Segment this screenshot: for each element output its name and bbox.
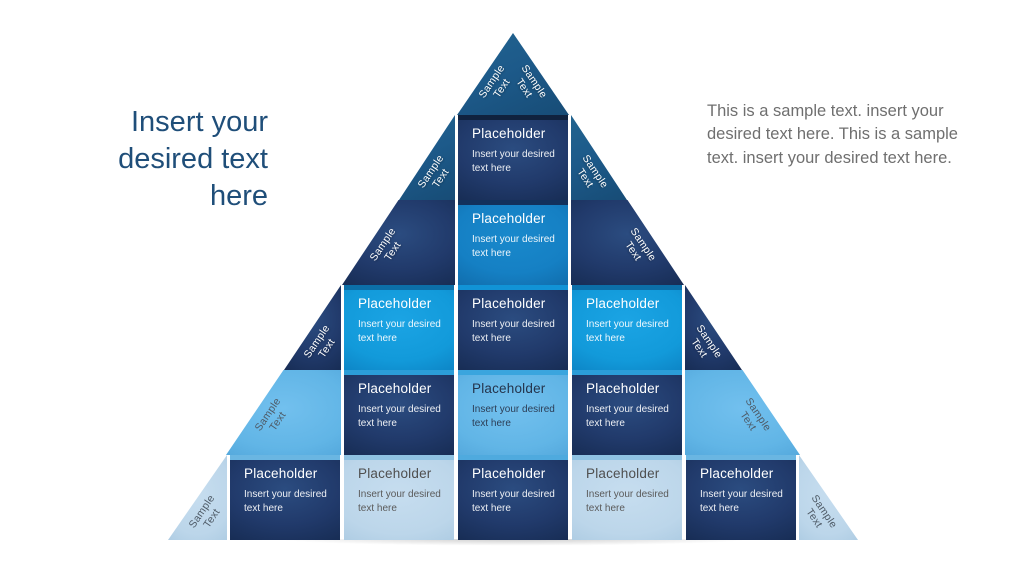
placeholder-title: Placeholder	[586, 296, 660, 311]
sample-text-label: Sample Text	[574, 153, 611, 191]
pyramid-right-edge: Sample Text	[799, 455, 858, 540]
sample-text-label: Sample Text	[476, 63, 513, 101]
cell-top-bevel	[686, 455, 796, 460]
sample-text-label: Sample Text	[252, 395, 289, 434]
placeholder-subtitle: Insert your desired text here	[700, 489, 783, 514]
pyramid-base-shadow	[200, 539, 830, 548]
placeholder-subtitle: Insert your desired text here	[472, 149, 555, 174]
placeholder-subtitle: Insert your desired text here	[472, 319, 555, 344]
placeholder-title: Placeholder	[472, 126, 546, 141]
cell-top-bevel	[458, 285, 568, 290]
cell-top-bevel	[458, 370, 568, 375]
pyramid-right-edge: Sample Text	[571, 115, 627, 200]
cell-top-bevel	[572, 370, 682, 375]
cell-top-bevel	[572, 285, 682, 290]
body-paragraph: This is a sample text. insert your desir…	[707, 102, 958, 167]
pyramid-left-edge: Sample Text	[226, 370, 341, 455]
pyramid-right-edge: Sample Text	[685, 285, 742, 370]
placeholder-title: Placeholder	[358, 381, 432, 396]
pyramid-left-edge: Sample Text	[342, 200, 455, 285]
pyramid-left-edge: Sample Text	[168, 455, 227, 540]
sample-text-label: Sample Text	[301, 323, 338, 361]
cell-top-bevel	[344, 455, 454, 460]
slide-title: Insert your desired text here	[118, 106, 268, 213]
sample-text-label: Sample Text	[803, 493, 840, 531]
placeholder-subtitle: Insert your desired text here	[358, 489, 441, 514]
placeholder-subtitle: Insert your desired text here	[472, 489, 555, 514]
cell-top-bevel	[572, 455, 682, 460]
sample-text-label: Sample Text	[513, 63, 550, 101]
placeholder-subtitle: Insert your desired text here	[586, 489, 669, 514]
cell-top-bevel	[344, 285, 454, 290]
sample-text-label: Sample Text	[737, 395, 774, 434]
placeholder-title: Placeholder	[358, 466, 432, 481]
cell-top-bevel	[230, 455, 340, 460]
sample-text-label: Sample Text	[415, 153, 452, 191]
placeholder-title: Placeholder	[472, 381, 546, 396]
placeholder-title: Placeholder	[472, 296, 546, 311]
placeholder-title: Placeholder	[700, 466, 774, 481]
placeholder-subtitle: Insert your desired text here	[358, 319, 441, 344]
sample-text-label: Sample Text	[621, 225, 659, 264]
pyramid-right-edge: Sample Text	[685, 370, 800, 455]
cell-top-bevel	[344, 370, 454, 375]
placeholder-title: Placeholder	[586, 381, 660, 396]
placeholder-subtitle: Insert your desired text here	[244, 489, 327, 514]
placeholder-subtitle: Insert your desired text here	[472, 404, 555, 429]
placeholder-subtitle: Insert your desired text here	[358, 404, 441, 429]
cell-top-bevel	[458, 455, 568, 460]
pyramid-right-edge: Sample Text	[571, 200, 684, 285]
placeholder-title: Placeholder	[586, 466, 660, 481]
pyramid-left-edge: Sample Text	[284, 285, 341, 370]
placeholder-title: Placeholder	[358, 296, 432, 311]
sample-text-label: Sample Text	[186, 493, 223, 531]
placeholder-title: Placeholder	[472, 211, 546, 226]
placeholder-subtitle: Insert your desired text here	[472, 234, 555, 259]
placeholder-subtitle: Insert your desired text here	[586, 319, 669, 344]
placeholder-title: Placeholder	[472, 466, 546, 481]
sample-text-label: Sample Text	[688, 323, 725, 361]
pyramid-left-edge: Sample Text	[399, 115, 455, 200]
placeholder-subtitle: Insert your desired text here	[586, 404, 669, 429]
sample-text-label: Sample Text	[367, 225, 404, 264]
cell-top-bevel	[458, 115, 568, 120]
cell-top-bevel	[458, 200, 568, 205]
placeholder-title: Placeholder	[244, 466, 318, 481]
